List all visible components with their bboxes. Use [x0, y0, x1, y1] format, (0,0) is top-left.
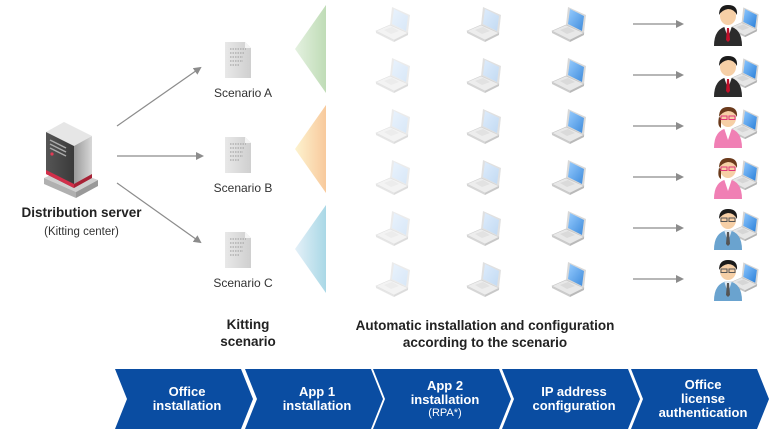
arrow-head — [676, 275, 684, 283]
step-label-line: authentication — [658, 405, 748, 420]
step-label-line: Office — [168, 384, 206, 399]
laptop-icon — [550, 156, 594, 201]
step-label-line: installation — [152, 398, 222, 413]
worker-laptop-icon — [712, 206, 764, 255]
laptop-icon — [465, 54, 509, 99]
automatic-installation-label: Automatic installation and configuration… — [330, 317, 640, 351]
step-label-line: configuration — [532, 398, 616, 413]
arrow-to-scenario-a — [116, 66, 202, 127]
arrow-head — [676, 20, 684, 28]
laptop-icon — [374, 54, 418, 99]
arrow-to-scenario-c — [116, 182, 202, 244]
server-tower-icon — [44, 122, 98, 198]
kitting-scenario-label: Kitting scenario — [198, 316, 298, 350]
laptop-icon — [465, 156, 509, 201]
scenario-wedge — [295, 105, 326, 193]
kitting-label-line: Kitting — [226, 317, 270, 332]
step-label-line: license — [680, 391, 726, 406]
scenario-document-icon — [223, 230, 253, 275]
scenario-label: Scenario A — [213, 86, 273, 100]
scenario-label: Scenario B — [213, 181, 273, 195]
laptop-icon — [374, 156, 418, 201]
laptop-icon — [374, 3, 418, 48]
step-label-line: App 1 — [298, 384, 336, 399]
scenario-wedge — [295, 205, 326, 293]
laptop-icon — [550, 207, 594, 252]
step-note: (RPA*) — [428, 406, 462, 419]
laptop-icon — [550, 3, 594, 48]
step-label-line: installation — [282, 398, 352, 413]
auto-label-line: according to the scenario — [402, 335, 568, 350]
auto-label-line: Automatic installation and configuration — [355, 318, 615, 333]
arrow-head — [676, 122, 684, 130]
arrow-head — [676, 224, 684, 232]
worker-laptop-icon — [712, 257, 764, 306]
laptop-icon — [550, 258, 594, 303]
laptop-icon — [465, 105, 509, 150]
businessman-laptop-icon — [712, 53, 764, 102]
step-label-line: installation — [410, 391, 480, 407]
laptop-icon — [465, 3, 509, 48]
woman-laptop-icon — [712, 155, 764, 204]
laptop-icon — [374, 105, 418, 150]
arrow-head — [676, 71, 684, 79]
laptop-icon — [550, 54, 594, 99]
laptop-icon — [374, 258, 418, 303]
kitting-label-line: scenario — [220, 334, 276, 349]
laptop-icon — [465, 258, 509, 303]
server-title: Distribution server — [21, 205, 142, 220]
user-arrows — [633, 20, 684, 283]
scenario-wedges — [295, 5, 326, 293]
step-label-line: Office — [684, 377, 722, 392]
laptop-icon — [550, 105, 594, 150]
arrow-head — [676, 173, 684, 181]
step-label-line: App 2 — [426, 377, 464, 393]
businessman-laptop-icon — [712, 2, 764, 51]
scenario-label: Scenario C — [213, 276, 273, 290]
scenario-wedge — [295, 5, 326, 93]
laptop-icon — [465, 207, 509, 252]
server-subtitle: (Kitting center) — [44, 226, 119, 238]
laptop-icon — [374, 207, 418, 252]
scenario-document-icon — [223, 40, 253, 85]
distribution-arrows — [116, 66, 204, 244]
woman-laptop-icon — [712, 104, 764, 153]
step-label-line: IP address — [541, 384, 607, 399]
scenario-document-icon — [223, 135, 253, 180]
